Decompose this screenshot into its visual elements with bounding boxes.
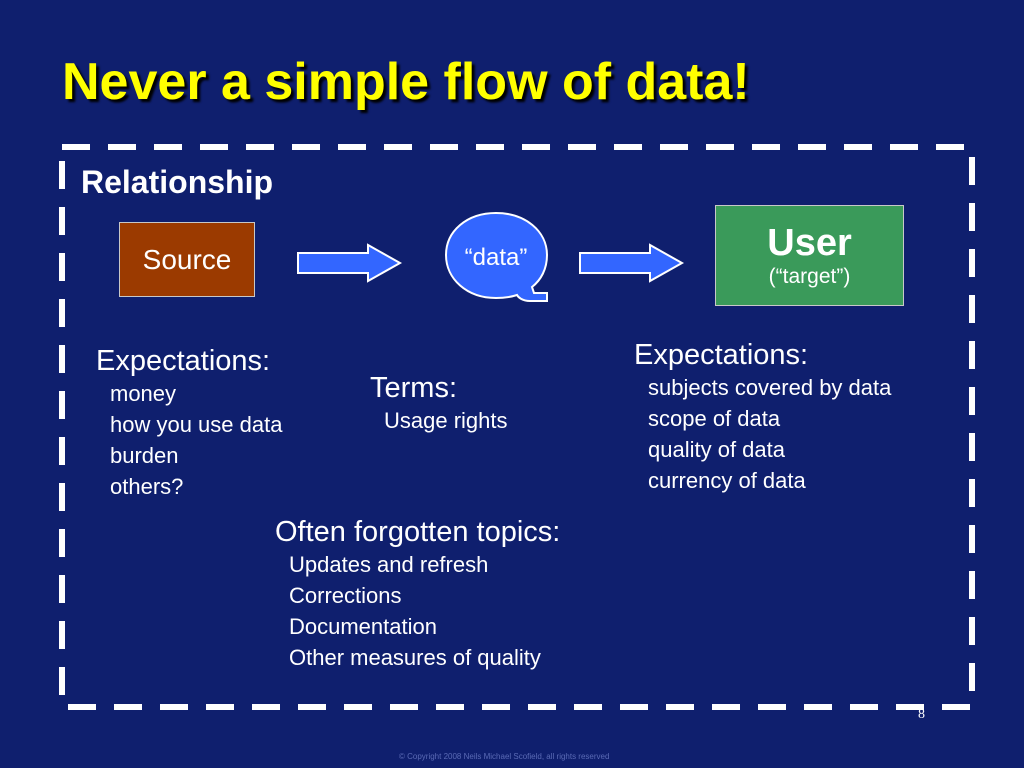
copyright-notice: © Copyright 2008 Neils Michael Scofield,…: [399, 752, 610, 761]
user-label: User: [767, 221, 852, 264]
list-item: money: [110, 381, 177, 406]
forgotten-topics-heading: Often forgotten topics:: [275, 516, 561, 548]
terms-heading: Terms:: [370, 372, 457, 404]
list-item: Updates and refresh: [289, 552, 489, 577]
source-expectations: Expectations: money how you use data bur…: [96, 344, 282, 502]
data-bubble-label: “data”: [464, 244, 528, 271]
arrow-right-icon: [579, 243, 685, 283]
list-item: burden: [110, 443, 179, 468]
terms: Terms: Usage rights: [370, 371, 508, 436]
list-item: subjects covered by data: [648, 375, 892, 400]
list-item: currency of data: [648, 468, 806, 493]
forgotten-topics: Often forgotten topics: Updates and refr…: [275, 515, 560, 673]
user-expectations: Expectations: subjects covered by data s…: [634, 338, 891, 496]
user-expectations-heading: Expectations:: [634, 339, 809, 371]
list-item: how you use data: [110, 412, 283, 437]
arrow-right-icon: [297, 243, 403, 283]
data-bubble-icon: [444, 211, 549, 302]
list-item: Usage rights: [384, 408, 508, 433]
source-label: Source: [142, 243, 232, 275]
list-item: quality of data: [648, 437, 785, 462]
list-item: Documentation: [289, 614, 437, 639]
list-item: Corrections: [289, 583, 402, 608]
slide-title: Never a simple flow of data!: [62, 53, 750, 111]
list-item: scope of data: [648, 406, 781, 431]
user-box: User (“target”): [715, 205, 904, 306]
source-box: Source: [119, 222, 255, 297]
page-number: 8: [918, 707, 925, 722]
user-sublabel: (“target”): [768, 264, 851, 288]
relationship-label: Relationship: [81, 164, 274, 200]
source-expectations-heading: Expectations:: [96, 345, 271, 377]
list-item: others?: [110, 474, 184, 499]
list-item: Other measures of quality: [289, 645, 541, 670]
